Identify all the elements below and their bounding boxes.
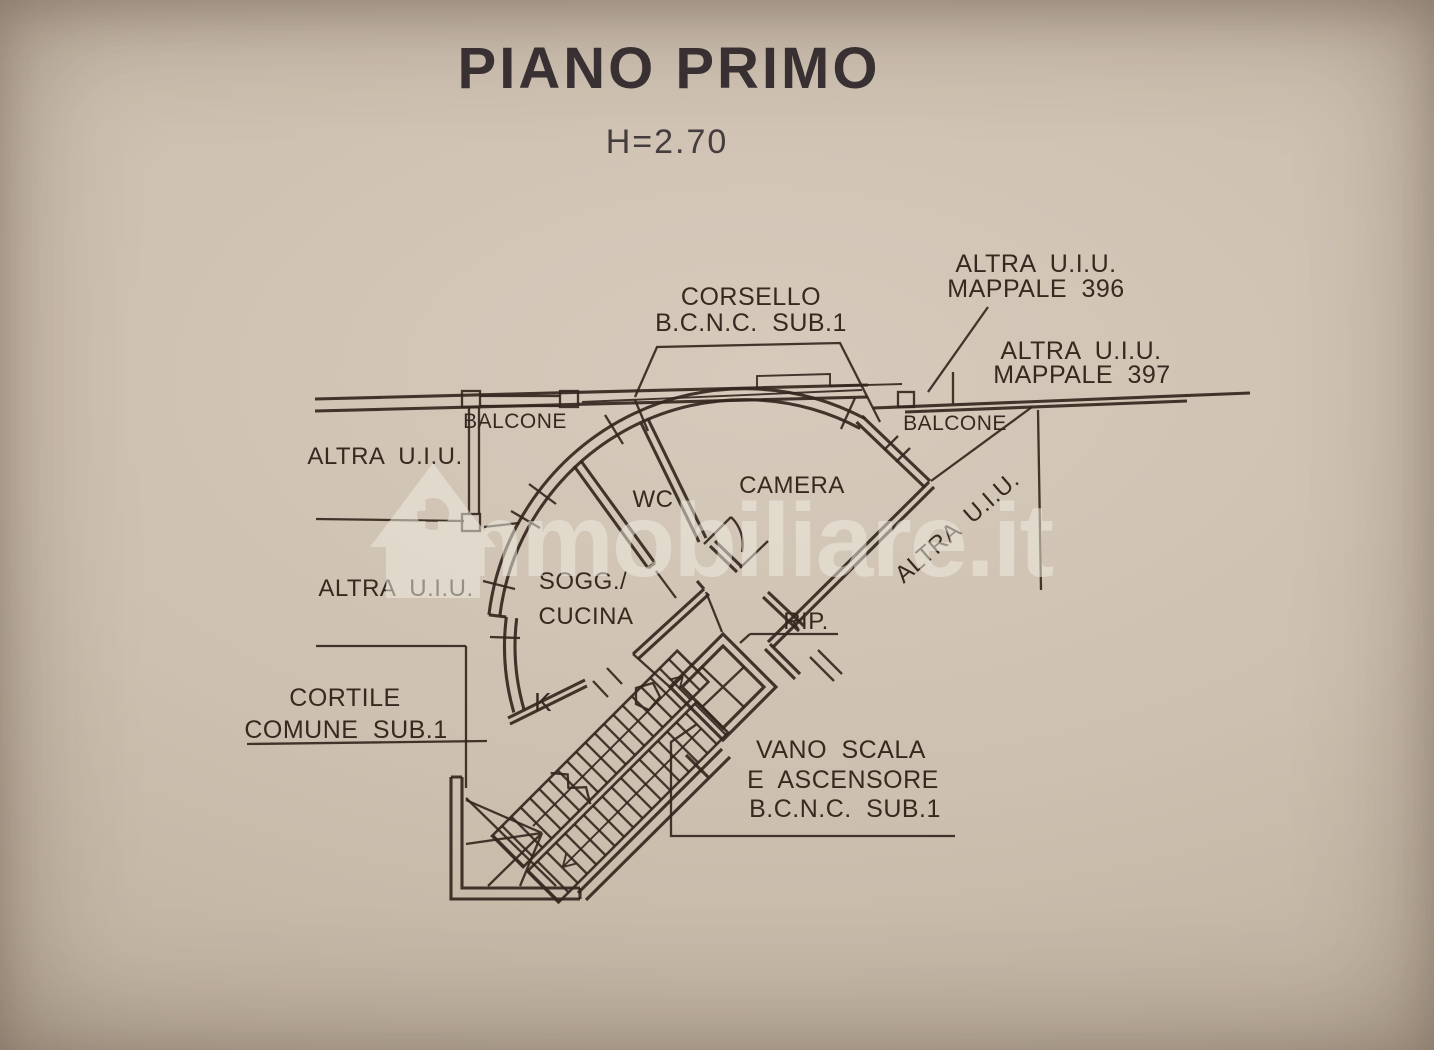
room-label-camera: CAMERA [739,472,845,499]
room-label-soggiorno-1: SOGG./ [539,568,627,595]
winder-steps [465,797,557,887]
watermark-house-icon [370,463,496,598]
corsello-corridor-lines [581,373,903,403]
balcony-door-jambs [883,435,911,463]
annotation-cortile-2: COMUNE SUB.1 [244,716,447,744]
room-label-balcone-right: BALCONE [903,412,1007,435]
window-ticks [482,397,857,640]
altra-uiu-west-upper-leader [315,517,465,523]
rip-leader [739,632,838,644]
watermark: immobiliare.it [370,463,1056,599]
camera-south-wall [708,539,806,633]
annotation-labels: CORSELLO B.C.N.C. SUB.1 ALTRA U.I.U. MAP… [244,250,1170,823]
mappale-396-leader [927,306,989,393]
room-label-balcone-left: BALCONE [463,410,567,433]
room-label-ripostiglio: RIP. [783,608,829,635]
elevator-icon [667,631,779,743]
left-balcony [460,389,580,533]
room-labels: BALCONE BALCONE WC CAMERA SOGG./ CUCINA … [463,410,1007,717]
rip-door-ticks [809,649,843,682]
wc-walls [572,418,708,570]
annotation-vano-scala-1: VANO SCALA [756,736,926,764]
top-boundary-wall [314,383,1251,414]
camera-door [739,540,769,569]
leader-lines [246,306,989,838]
exterior-wall-arc [487,387,867,713]
annotation-vano-scala-2: E ASCENSORE [747,766,939,794]
rip-walls [763,642,802,681]
annotation-altra-uiu-west-upper: ALTRA U.I.U. [307,443,462,470]
cortile-leader [246,739,488,746]
annotation-mappale-396-1: ALTRA U.I.U. [955,250,1116,278]
annotation-corsello-1: CORSELLO [681,283,821,311]
annotation-mappale-397-2: MAPPALE 397 [993,361,1170,389]
stair-block-walls [449,747,732,902]
annotation-corsello-2: B.C.N.C. SUB.1 [655,309,847,337]
plan-title: PIANO PRIMO [458,36,881,101]
annotation-mappale-397-1: ALTRA U.I.U. [1000,337,1161,365]
wc-door [655,516,744,599]
watermark-text: immobiliare.it [404,483,1054,599]
annotation-cortile-1: CORTILE [289,684,400,712]
right-balcony [896,390,1043,591]
room-label-wc: WC [633,486,674,513]
annotation-mappale-396-2: MAPPALE 396 [947,275,1124,303]
room-label-kitchen-corner: K [534,687,552,717]
corsello-leader [633,341,882,423]
plan-height-note: H=2.70 [606,123,729,161]
annotation-vano-scala-3: B.C.N.C. SUB.1 [749,795,941,823]
door-symbol [634,681,662,712]
hall-walls [507,579,711,726]
room-label-soggiorno-2: CUCINA [538,603,633,630]
